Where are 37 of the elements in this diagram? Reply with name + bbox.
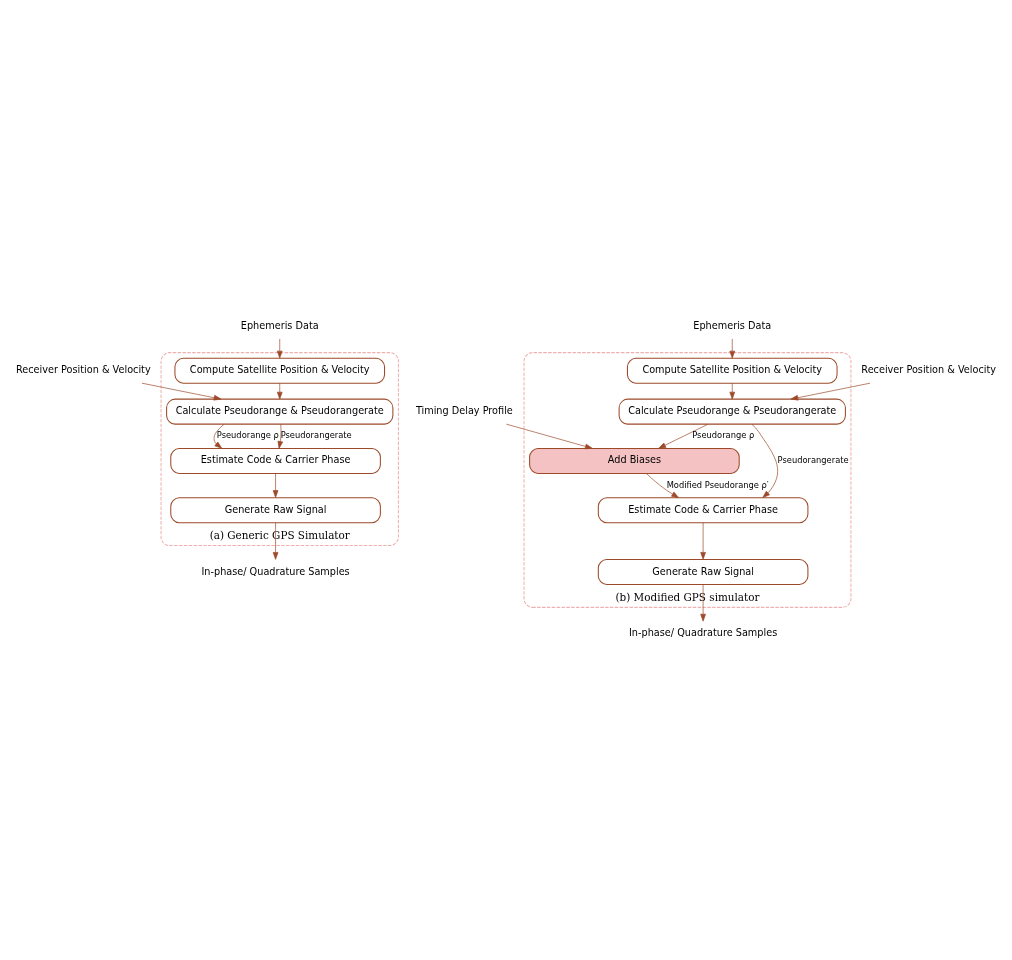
node-box: Estimate Code & Carrier Phase [170,447,381,474]
arrow [700,584,706,622]
arrow [700,522,706,560]
arrow [272,522,279,560]
edge-label: Modified Pseudorange ρ′ [666,479,769,490]
node-text: Ephemeris Data [693,319,772,331]
node-text: In-phase/ Quadrature Samples [629,627,778,639]
arrow [276,338,283,359]
arrow [277,423,284,449]
node-text: Receiver Position & Velocity [16,364,151,376]
arrow [213,423,225,449]
arrow [729,382,736,400]
arrow [272,473,279,498]
arrow [729,338,736,359]
arrow [506,423,593,450]
node-text: Ephemeris Data [240,319,319,331]
arrow [645,473,679,498]
edge-label: Pseudorange ρ [216,430,279,441]
node-box: Generate Raw Signal [597,558,809,585]
arrow [658,423,709,449]
node-text: Timing Delay Profile [415,405,513,417]
edge-label: Pseudorangerate [777,455,849,466]
arrow [790,382,871,401]
node-box: Calculate Pseudorange & Pseudorangerate [166,398,394,425]
arrow [751,423,779,498]
node-box: Add Biases [529,447,740,474]
node-box: Compute Satellite Position & Velocity [626,357,838,384]
arrow [276,382,283,400]
edge-label: Pseudorange ρ [692,430,755,441]
node-box: Calculate Pseudorange & Pseudorangerate [618,398,846,425]
node-text: Receiver Position & Velocity [861,364,996,376]
node-box: Compute Satellite Position & Velocity [174,357,386,384]
edge-label: Pseudorangerate [280,430,352,441]
node-box: Generate Raw Signal [170,497,381,524]
node-box: Estimate Code & Carrier Phase [597,497,809,524]
node-text: In-phase/ Quadrature Samples [201,565,350,577]
arrow [141,382,222,401]
